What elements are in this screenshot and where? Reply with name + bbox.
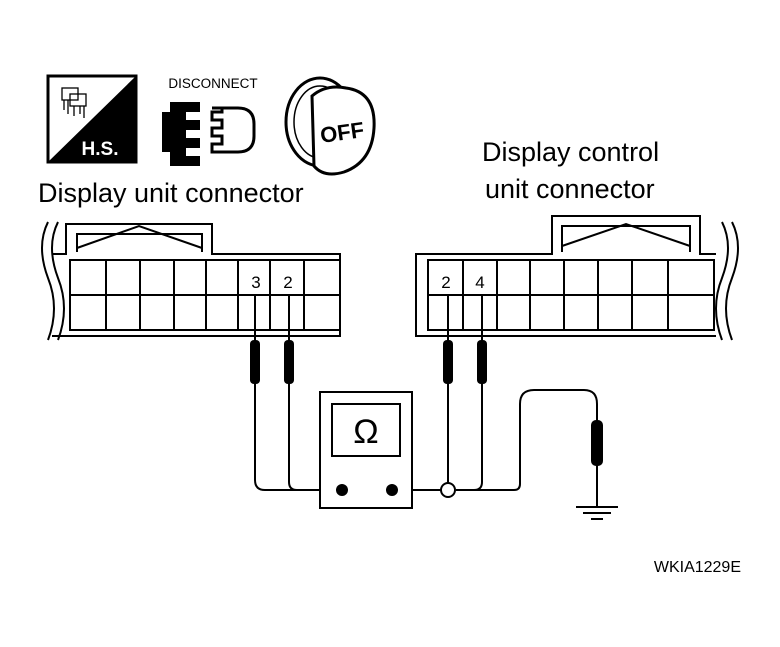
ignition-label: OFF	[319, 117, 366, 148]
probe-right-pin-4	[477, 296, 487, 384]
probe-left-pin-3	[250, 296, 260, 384]
ohm-symbol: Ω	[353, 413, 378, 451]
disconnect-icon: DISCONNECT	[162, 76, 258, 166]
ignition-off-icon: OFF	[284, 76, 376, 176]
disconnect-label: DISCONNECT	[168, 76, 257, 91]
display-control-title-line2: unit connector	[485, 174, 655, 204]
ground-icon	[576, 506, 618, 520]
wire-junction	[440, 482, 456, 498]
ohmmeter: Ω	[319, 391, 413, 509]
display-control-pin-2: 2	[441, 273, 450, 292]
hs-label: H.S.	[82, 139, 119, 160]
probe-left-pin-2	[284, 296, 294, 384]
meter-terminal-negative	[336, 484, 348, 496]
hs-icon: H.S.	[46, 74, 138, 164]
probe-right-pin-2	[443, 296, 453, 384]
display-unit-connector	[41, 221, 341, 341]
display-unit-pin-2: 2	[283, 273, 292, 292]
display-unit-title: Display unit connector	[38, 178, 304, 208]
display-control-title-line1: Display control	[482, 137, 659, 167]
test-leads	[254, 384, 598, 491]
display-unit-pin-3: 3	[251, 273, 260, 292]
display-control-unit-connector	[415, 215, 739, 341]
figure-code: WKIA1229E	[654, 559, 741, 576]
display-control-pin-4: 4	[475, 273, 484, 292]
meter-terminal-positive	[386, 484, 398, 496]
ground-probe	[591, 420, 603, 506]
